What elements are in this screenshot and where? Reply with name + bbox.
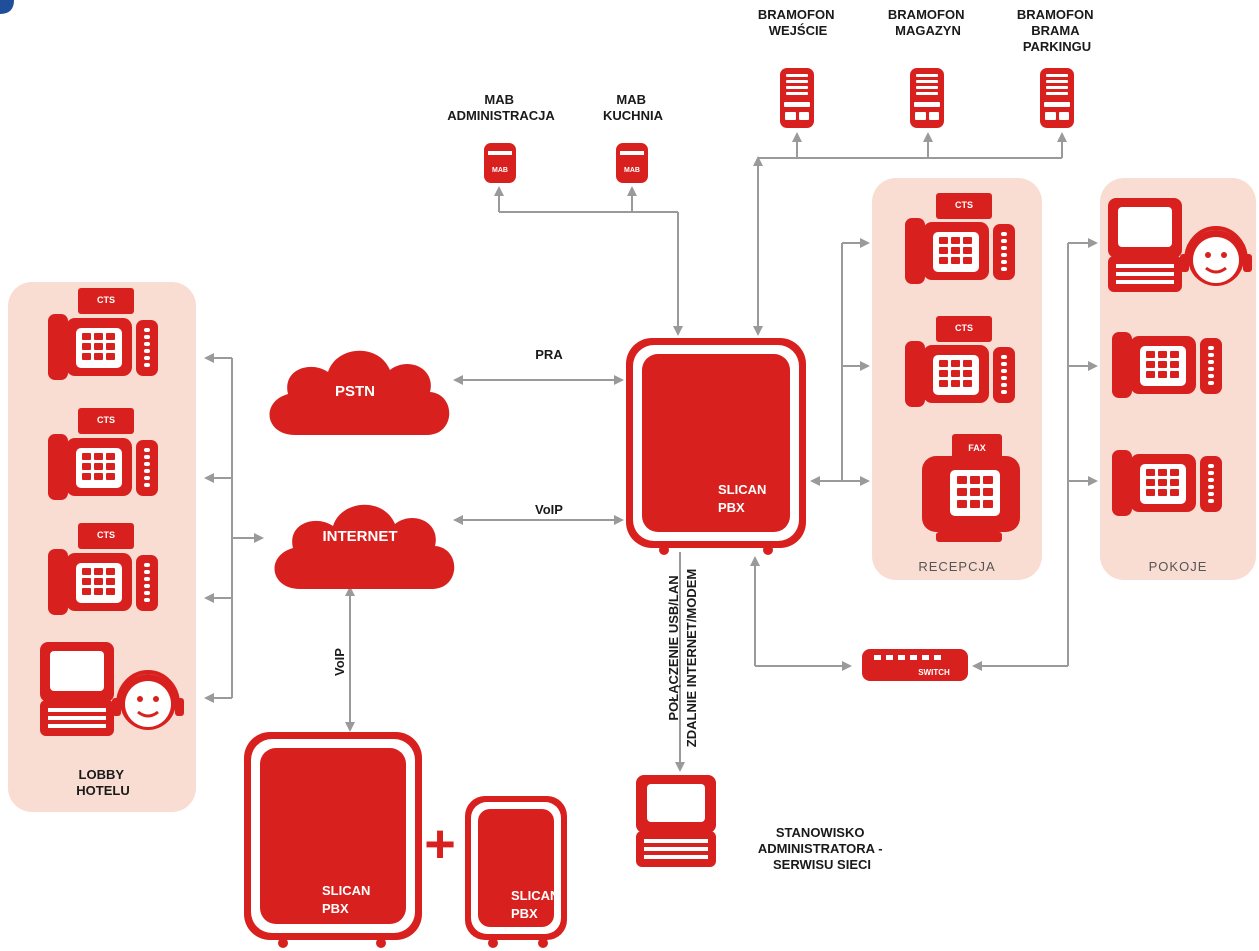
label-mab-administracja: MAB ADMINISTRACJA <box>447 92 555 123</box>
recepcja-label: RECEPCJA <box>918 559 995 574</box>
lobby-label: LOBBY HOTELU <box>76 767 129 798</box>
network-switch-icon: SWITCH <box>862 649 968 681</box>
desk-phone-icon <box>1112 332 1222 398</box>
pbx-bottom-right-label: SLICAN PBX <box>511 888 563 921</box>
pstn-label: PSTN <box>335 383 375 400</box>
admin-station-label: STANOWISKO ADMINISTRATORA - SERWISU SIEC… <box>758 825 886 872</box>
computer-icon <box>636 775 716 867</box>
switch-label: SWITCH <box>918 668 950 677</box>
label-bramofon-parking: BRAMOFON BRAMA PARKINGU <box>1017 7 1097 54</box>
voip-vertical-label: VoIP <box>332 648 347 676</box>
label-bramofon-wejscie: BRAMOFON WEJŚCIE <box>758 7 838 38</box>
mab-device-icon: MAB <box>484 143 516 183</box>
svg-text:FAX: FAX <box>968 443 986 453</box>
corner-mark <box>0 0 14 14</box>
recepcja-phone-cts-2: CTS <box>905 316 1015 407</box>
svg-text:CTS: CTS <box>955 323 973 333</box>
pokoje-label: POKOJE <box>1149 559 1208 574</box>
connection-lines <box>204 132 1098 772</box>
desk-phone-icon <box>905 341 1015 407</box>
desk-phone-icon <box>48 314 158 380</box>
connection-label-remote: ZDALNIE INTERNET/MODEM <box>684 569 699 747</box>
cloud-icon <box>274 504 455 589</box>
svg-text:MAB: MAB <box>492 167 508 174</box>
desk-phone-icon <box>48 549 158 615</box>
desk-phone-icon <box>1112 450 1222 516</box>
svg-text:MAB: MAB <box>624 167 640 174</box>
lobby-phone-cts-3: CTS <box>48 523 158 615</box>
pbx-main: SLICAN PBX <box>626 338 806 555</box>
pbx-bottom-left: SLICAN PBX <box>244 732 422 948</box>
internet-cloud: INTERNET <box>274 504 455 589</box>
intercom-icon <box>910 68 944 128</box>
connection-label-usb-lan: POŁĄCZENIE USB/LAN <box>666 575 681 720</box>
svg-text:CTS: CTS <box>97 415 115 425</box>
svg-text:CTS: CTS <box>97 530 115 540</box>
label-bramofon-magazyn: BRAMOFON MAGAZYN <box>888 7 968 38</box>
internet-label: INTERNET <box>323 528 398 545</box>
desk-phone-icon <box>48 434 158 500</box>
svg-text:CTS: CTS <box>955 200 973 210</box>
pbx-bottom-right: SLICAN PBX <box>465 796 567 948</box>
mab-device-icon: MAB <box>616 143 648 183</box>
pra-label: PRA <box>535 347 563 362</box>
pbx-bottom-left-label: SLICAN PBX <box>322 883 374 916</box>
pbx-main-label: SLICAN PBX <box>718 482 770 515</box>
lobby-phone-cts-1: CTS <box>48 288 158 380</box>
intercom-icon <box>780 68 814 128</box>
recepcja-phone-cts-1: CTS <box>905 193 1015 284</box>
voip-label: VoIP <box>535 502 563 517</box>
intercom-icon <box>1040 68 1074 128</box>
svg-text:CTS: CTS <box>97 295 115 305</box>
label-mab-kuchnia: MAB KUCHNIA <box>603 92 664 123</box>
pstn-cloud: PSTN <box>269 350 450 435</box>
desk-phone-icon <box>905 218 1015 284</box>
fax-icon: FAX <box>922 434 1020 542</box>
lobby-phone-cts-2: CTS <box>48 408 158 500</box>
plus-sign: + <box>424 814 456 874</box>
